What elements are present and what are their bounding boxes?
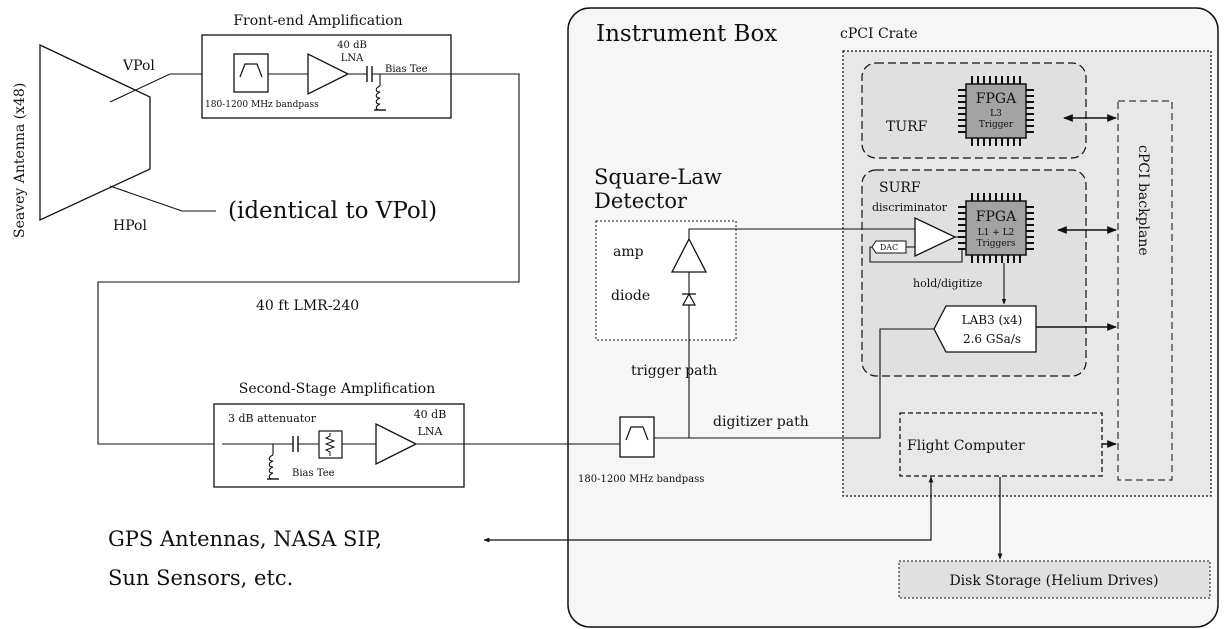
turf-label: TURF [886,119,928,135]
bandpass-1-label: 180-1200 MHz bandpass [205,100,319,110]
bandpass-filter-2 [619,416,655,458]
second-stage-bias-tee-label: Bias Tee [292,468,335,479]
surf-fpga-label: FPGA [976,209,1017,225]
turf-trigger-label: Trigger [979,120,1014,130]
hold-digitize-label: hold/digitize [913,277,982,290]
lab3-digitizer [933,305,1037,353]
surf-trigger-label: Triggers [977,239,1016,249]
cpci-backplane [1117,100,1173,481]
gps-label-line2: Sun Sensors, etc. [108,566,293,590]
antenna-label: Seavey Antenna (x48) [12,83,28,238]
square-law-detector [595,220,737,341]
cable-label: 40 ft LMR-240 [256,298,359,314]
turf-trigger-level: L3 [990,109,1002,119]
bandpass-2-label: 180-1200 MHz bandpass [578,474,704,485]
hpol-identical-note: (identical to VPol) [228,198,437,224]
lab3-count-label: LAB3 (x4) [962,313,1023,327]
detector-title-line1: Square-Law [594,165,722,189]
dac-label: DAC [880,243,898,252]
instrument-box-title: Instrument Box [596,21,777,47]
discriminator-label: discriminator [872,201,948,214]
front-end-title: Front-end Amplification [233,13,402,29]
digitizer-path-label: digitizer path [713,414,809,430]
disk-storage [898,560,1211,599]
turf-fpga-chip [958,76,1034,146]
vpol-label: VPol [122,58,155,74]
attenuator [318,430,343,459]
disk-storage-label: Disk Storage (Helium Drives) [949,573,1158,589]
seavey-antenna [39,43,151,222]
detector-diode-label: diode [611,288,650,304]
second-stage-lna-label: LNA [418,425,444,438]
surf-trigger-level: L1 + L2 [978,228,1015,238]
surf-fpga-chip [958,193,1034,263]
hpol-label: HPol [113,218,147,234]
attenuator-label: 3 dB attenuator [228,412,317,425]
cpci-crate-label: cPCI Crate [840,26,918,42]
gps-label-line1: GPS Antennas, NASA SIP, [108,527,382,551]
flight-computer [899,412,1103,477]
second-stage-gain: 40 dB [414,408,447,421]
front-end-gain: 40 dB [337,40,367,51]
trigger-path-label: trigger path [631,363,717,379]
front-end-lna-label: LNA [341,53,364,64]
front-end-bias-tee-label: Bias Tee [385,64,428,75]
discriminator-comparator [914,216,957,258]
turf-fpga-label: FPGA [976,91,1017,107]
bandpass-filter-1 [233,53,269,93]
second-stage-title: Second-Stage Amplification [239,381,436,397]
cpci-backplane-label: cPCI backplane [1135,145,1151,256]
surf-label: SURF [879,180,921,196]
detector-amp-label: amp [613,244,644,260]
detector-title-line2: Detector [594,189,688,213]
flight-computer-label: Flight Computer [907,438,1025,454]
lab3-rate-label: 2.6 GSa/s [963,332,1021,346]
